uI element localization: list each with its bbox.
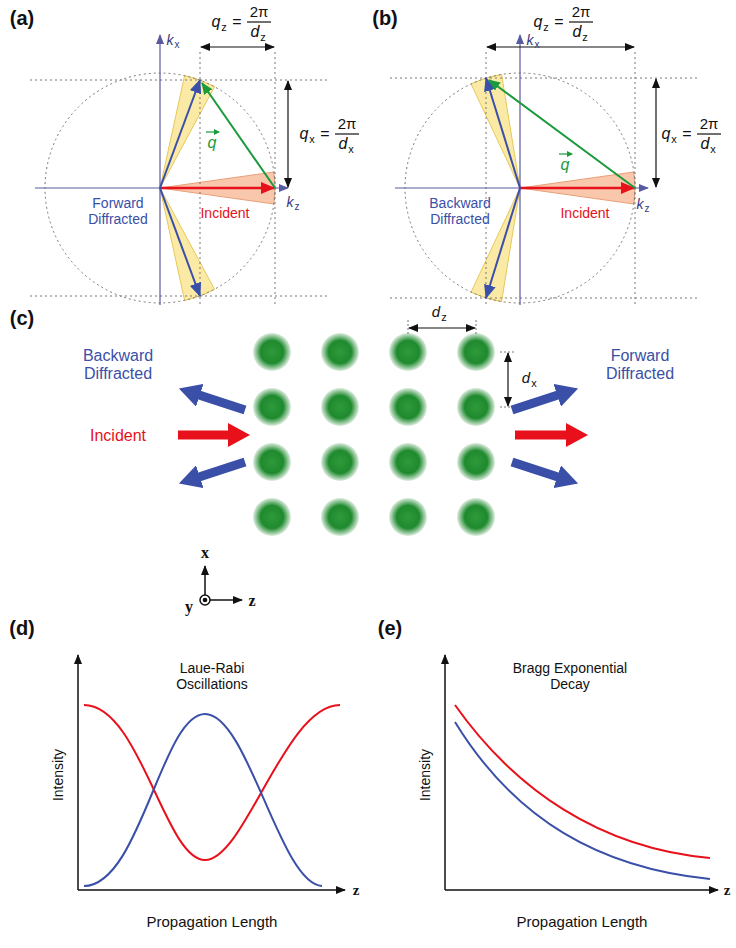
figure-label: z xyxy=(353,882,360,899)
figure-label: z xyxy=(295,201,300,213)
figure-label: z xyxy=(645,203,650,215)
beam-cone xyxy=(160,172,275,204)
figure-label: Backward Diffracted xyxy=(70,347,166,384)
beam-cone xyxy=(471,74,520,188)
figure-label: x xyxy=(201,544,209,562)
figure-label: x xyxy=(309,133,315,146)
figure-label: q xyxy=(208,134,217,152)
lattice-sphere xyxy=(389,388,427,426)
figure-label: z xyxy=(441,311,447,324)
figure-label: q xyxy=(561,156,570,174)
lattice-sphere xyxy=(321,388,359,426)
figure-label: Propagation Length xyxy=(147,913,278,930)
figure-label: k xyxy=(527,32,534,48)
figure-label: (a) xyxy=(10,7,34,30)
figure-label: = xyxy=(682,125,691,143)
figure-label: (b) xyxy=(372,7,398,30)
lattice-sphere xyxy=(321,498,359,536)
figure-label: (c) xyxy=(10,307,34,330)
lattice-sphere xyxy=(321,333,359,371)
beam-cone xyxy=(160,188,215,301)
figure-label: x xyxy=(671,133,677,146)
figure-label: Forward Diffracted xyxy=(592,347,688,384)
figure-label: = xyxy=(320,125,329,143)
figure-label: k xyxy=(637,196,644,212)
figure-label: Bragg Exponential Decay xyxy=(504,660,636,692)
figure-label: d xyxy=(251,23,260,41)
figure-label: 2π xyxy=(250,3,269,20)
figure-label: Incident xyxy=(90,427,146,445)
figure-label: 2π xyxy=(338,115,357,132)
figure-label: k xyxy=(167,32,174,48)
figure-label: (e) xyxy=(378,617,402,640)
figure-label: q xyxy=(662,125,671,143)
figure-label: z xyxy=(582,31,588,44)
figure-label: z xyxy=(724,882,731,899)
figure-label: Incident xyxy=(560,205,609,221)
figure-label: y xyxy=(185,598,193,616)
figure-label: x xyxy=(175,39,180,51)
figure-label: x xyxy=(348,143,354,156)
lattice-sphere xyxy=(253,388,291,426)
figure-label: = xyxy=(554,13,563,31)
figure-label: z xyxy=(543,21,549,34)
figure-label: Backward Diffracted xyxy=(419,195,501,227)
lattice-sphere xyxy=(253,333,291,371)
figure-label: Laue-Rabi Oscillations xyxy=(156,660,268,692)
figure-label: q xyxy=(300,125,309,143)
figure-label: 2π xyxy=(700,115,719,132)
figure-label: Intensity xyxy=(417,749,433,801)
figure-label: d xyxy=(522,369,530,386)
figure-label: d xyxy=(701,135,710,153)
lattice-sphere xyxy=(389,498,427,536)
lattice-sphere xyxy=(457,333,495,371)
figure-label: (d) xyxy=(9,617,35,640)
figure-label: Propagation Length xyxy=(517,913,648,930)
figure-label: q xyxy=(534,13,543,31)
lattice-sphere xyxy=(457,498,495,536)
figure-label: = xyxy=(232,13,241,31)
figure-label: Incident xyxy=(200,205,249,221)
figure-label: Forward Diffracted xyxy=(77,195,159,227)
figure-label: d xyxy=(339,135,348,153)
lattice-sphere xyxy=(321,443,359,481)
figure-label: z xyxy=(221,21,227,34)
figure-label: z xyxy=(260,31,266,44)
figure-label: 2π xyxy=(572,3,591,20)
lattice-sphere xyxy=(457,443,495,481)
lattice-sphere xyxy=(253,443,291,481)
figure-label: k xyxy=(287,194,294,210)
lattice-sphere xyxy=(253,498,291,536)
figure-label: d xyxy=(432,303,440,320)
figure-label: Intensity xyxy=(50,749,66,801)
figure-label: q xyxy=(212,13,221,31)
lattice-sphere xyxy=(389,443,427,481)
figure-label: x xyxy=(531,377,537,390)
figure-label: z xyxy=(248,592,255,610)
figure-label: x xyxy=(535,39,540,51)
figure-label: x xyxy=(710,143,716,156)
lattice-sphere xyxy=(457,388,495,426)
lattice-sphere xyxy=(389,333,427,371)
beam-cone xyxy=(520,172,635,204)
figure-label: d xyxy=(573,23,582,41)
